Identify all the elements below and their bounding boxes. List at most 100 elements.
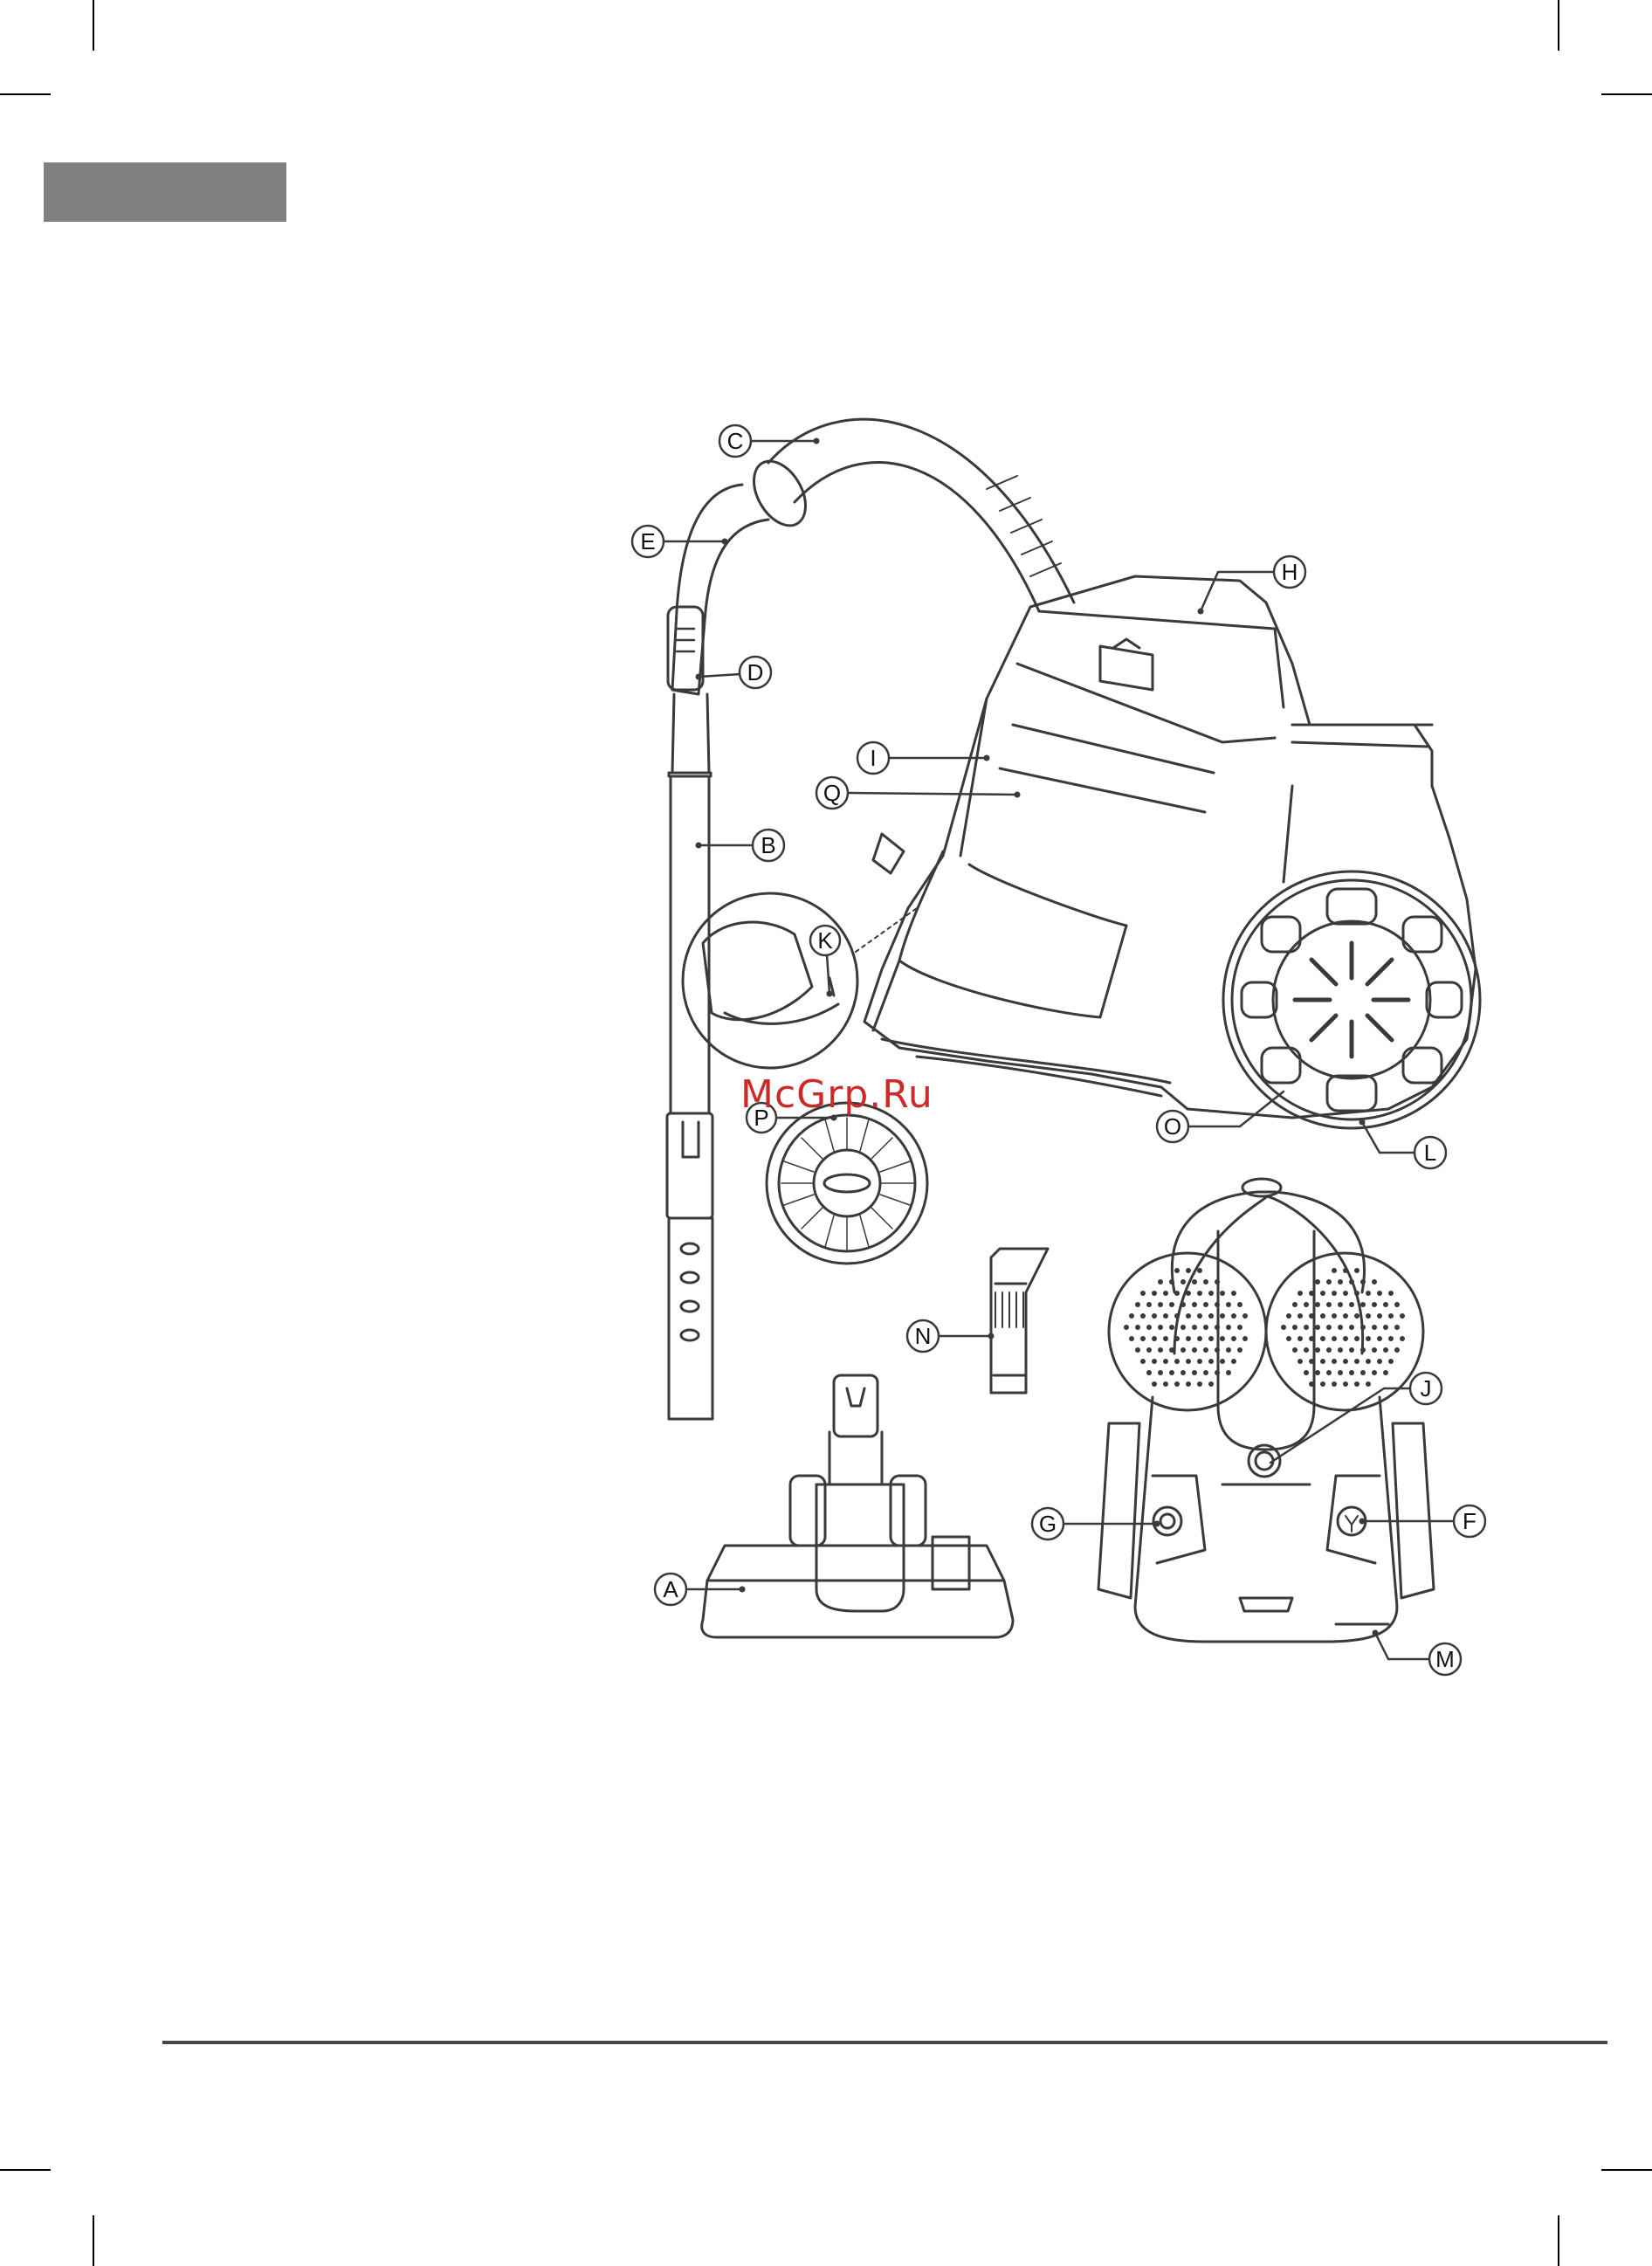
grille-hole <box>1349 1325 1354 1330</box>
latch-detail-inset <box>683 893 917 1068</box>
grille-hole <box>1174 1381 1180 1387</box>
grille-hole <box>1135 1347 1140 1353</box>
grille-hole <box>1197 1359 1202 1364</box>
grille-hole <box>1354 1291 1359 1296</box>
grille-hole <box>1192 1325 1197 1330</box>
grille-hole <box>1226 1370 1231 1375</box>
grille-hole <box>1366 1291 1371 1296</box>
grille-hole <box>1220 1336 1225 1341</box>
grille-hole <box>1231 1359 1236 1364</box>
grille-hole <box>1372 1325 1377 1330</box>
grille-hole <box>1343 1291 1348 1296</box>
grille-hole <box>1163 1381 1168 1387</box>
callout-b-label: B <box>761 832 775 858</box>
callout-m-label: M <box>1435 1646 1455 1672</box>
grille-hole <box>1388 1336 1394 1341</box>
grille-hole <box>1394 1347 1400 1353</box>
grille-hole <box>1326 1279 1332 1285</box>
grille-hole <box>1372 1279 1377 1285</box>
grille-hole <box>1169 1370 1174 1375</box>
grille-hole <box>1180 1279 1186 1285</box>
grille-hole <box>1186 1313 1191 1319</box>
grille-hole <box>1315 1302 1320 1307</box>
grille-hole <box>1208 1313 1214 1319</box>
grille-hole <box>1354 1336 1359 1341</box>
grille-hole <box>1309 1359 1314 1364</box>
grille-hole <box>1186 1381 1191 1387</box>
grille-hole <box>1298 1359 1303 1364</box>
grille-hole <box>1169 1347 1174 1353</box>
callout-n-label: N <box>915 1323 932 1349</box>
callout-k: K <box>810 926 840 955</box>
grille-hole <box>1304 1325 1309 1330</box>
grille-hole <box>1220 1291 1225 1296</box>
grille-hole <box>1332 1381 1337 1387</box>
grille-hole <box>1208 1359 1214 1364</box>
callout-f: F <box>1454 1505 1485 1537</box>
grille-hole <box>1343 1336 1348 1341</box>
watermark: McGrp.Ru <box>740 1072 933 1117</box>
grille-hole <box>1383 1370 1388 1375</box>
grille-hole <box>1237 1325 1242 1330</box>
grille-hole <box>1186 1359 1191 1364</box>
grille-hole <box>1360 1370 1366 1375</box>
callout-c: C <box>719 425 751 457</box>
grille-hole <box>1343 1313 1348 1319</box>
grille-hole <box>1192 1347 1197 1353</box>
grille-hole <box>1360 1279 1366 1285</box>
grille-hole <box>1372 1347 1377 1353</box>
grille-hole <box>1304 1302 1309 1307</box>
crevice-tool <box>991 1249 1048 1393</box>
grille-hole <box>1394 1302 1400 1307</box>
callout-d-label: D <box>747 659 764 685</box>
grille-hole <box>1320 1313 1325 1319</box>
grille-hole <box>1383 1325 1388 1330</box>
grille-hole <box>1163 1313 1168 1319</box>
grille-hole <box>1315 1347 1320 1353</box>
grille-hole <box>1174 1336 1180 1341</box>
grille-hole <box>1354 1381 1359 1387</box>
grille-hole <box>1226 1347 1231 1353</box>
grille-hole <box>1158 1370 1163 1375</box>
grille-hole <box>1343 1359 1348 1364</box>
callout-j-label: J <box>1421 1375 1432 1402</box>
grille-hole <box>1372 1302 1377 1307</box>
grille-hole <box>1203 1279 1208 1285</box>
grille-hole <box>1349 1302 1354 1307</box>
callout-a: A <box>655 1574 686 1605</box>
grille-hole <box>1237 1302 1242 1307</box>
grille-hole <box>1158 1302 1163 1307</box>
grille-hole <box>1140 1336 1146 1341</box>
grille-hole <box>1354 1359 1359 1364</box>
grille-hole <box>1377 1291 1382 1296</box>
grille-hole <box>1146 1347 1152 1353</box>
grille-hole <box>1129 1313 1134 1319</box>
callout-l-label: L <box>1424 1140 1436 1166</box>
grille-hole <box>1192 1279 1197 1285</box>
grille-hole <box>1343 1381 1348 1387</box>
wheel <box>1223 871 1480 1128</box>
callout-o: O <box>1157 1111 1188 1142</box>
grille-hole <box>1349 1370 1354 1375</box>
grille-hole <box>1231 1336 1236 1341</box>
grille-hole <box>1320 1359 1325 1364</box>
grille-hole <box>1135 1325 1140 1330</box>
grille-hole <box>1152 1313 1157 1319</box>
grille-hole <box>1309 1336 1314 1341</box>
grille-hole <box>1163 1336 1168 1341</box>
grille-hole <box>1163 1359 1168 1364</box>
callout-h-label: H <box>1282 559 1298 585</box>
callout-l: L <box>1415 1137 1446 1168</box>
grille-hole <box>1215 1325 1220 1330</box>
callout-b: B <box>753 830 784 861</box>
grille-hole <box>1242 1313 1248 1319</box>
grille-hole <box>1360 1325 1366 1330</box>
grille-hole <box>1169 1325 1174 1330</box>
grille-hole <box>1304 1370 1309 1375</box>
grille-hole <box>1197 1313 1202 1319</box>
grille-hole <box>1338 1279 1343 1285</box>
grille-hole <box>1354 1268 1359 1273</box>
grille-hole <box>1174 1359 1180 1364</box>
callout-e: E <box>632 526 664 557</box>
